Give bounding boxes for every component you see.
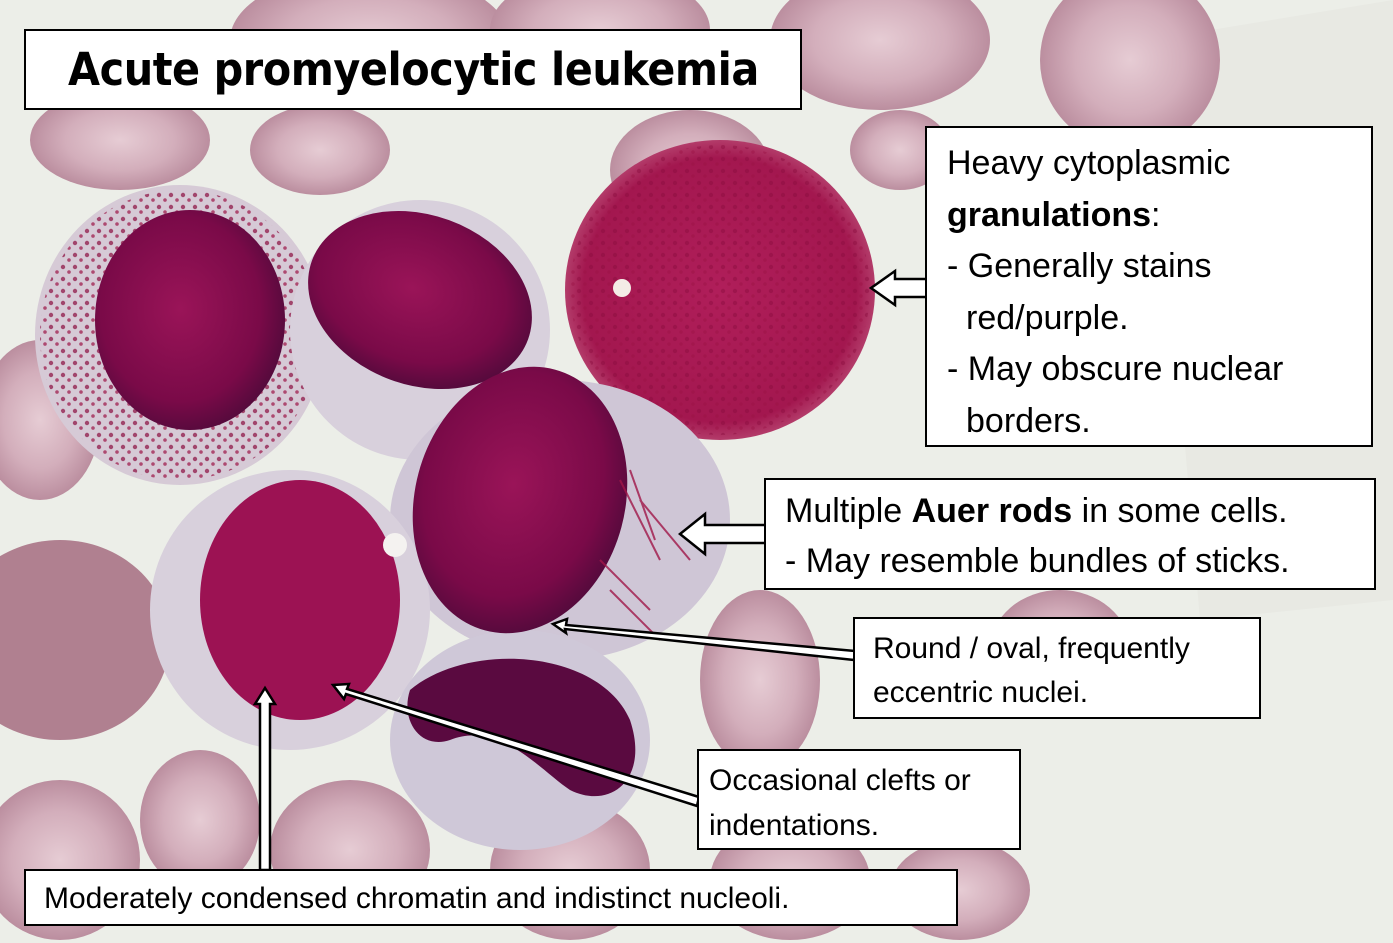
title-box: Acute promyelocytic leukemia: [24, 29, 802, 110]
granulations-line-6: borders.: [966, 401, 1091, 440]
auer-line-2: - May resemble bundles of sticks.: [785, 542, 1290, 580]
granulations-line-3: - Generally stains: [947, 247, 1212, 285]
clefts-line-1: Occasional clefts or: [709, 764, 971, 797]
auer-line-1: Multiple Auer rods in some cells.: [785, 492, 1288, 530]
granulations-line-4: red/purple.: [966, 298, 1129, 337]
clefts-line-2: indentations.: [709, 809, 880, 842]
granulations-line-2: granulations:: [947, 195, 1161, 234]
page-title: Acute promyelocytic leukemia: [67, 43, 759, 96]
chromatin-text: Moderately condensed chromatin and indis…: [44, 882, 790, 915]
granulations-line-5: - May obscure nuclear: [947, 350, 1284, 388]
annotation-granulations: Heavy cytoplasmic granulations: - Genera…: [925, 126, 1373, 447]
auer-keyword: Auer rods: [911, 492, 1073, 530]
annotation-chromatin: Moderately condensed chromatin and indis…: [24, 869, 958, 926]
annotation-nuclei: Round / oval, frequently eccentric nucle…: [853, 617, 1261, 719]
nuclei-line-2: eccentric nuclei.: [873, 676, 1089, 709]
annotation-clefts: Occasional clefts or indentations.: [697, 749, 1021, 850]
granulations-keyword: granulations: [947, 195, 1152, 234]
annotation-auer-rods: Multiple Auer rods in some cells. - May …: [764, 478, 1376, 590]
granulations-line-1: Heavy cytoplasmic: [947, 144, 1231, 182]
nuclei-line-1: Round / oval, frequently: [873, 632, 1190, 665]
